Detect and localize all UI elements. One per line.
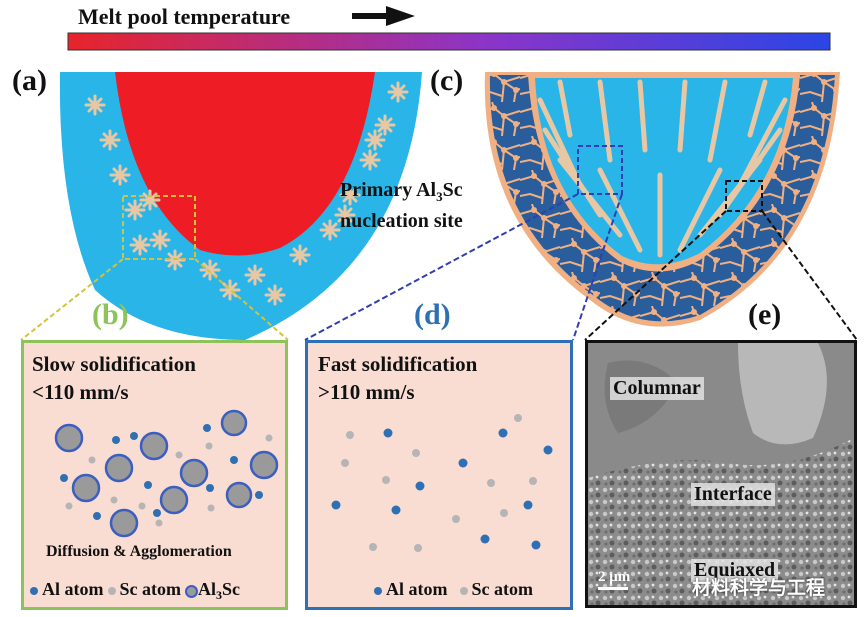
panel-e-sem-image: Columnar Interface Equiaxed 2 μm 材料科学与工程 [585,340,857,608]
sc-atom-marker [459,587,468,596]
legend-d: Al atom Sc atom [374,579,533,600]
annotation-line1-sub: 3 [436,189,443,204]
arrow-right-icon [352,6,415,26]
panel-b-title-line1: Slow solidification [32,352,196,376]
panel-b-title-line2: <110 mm/s [32,380,129,404]
label-interface: Interface [691,483,775,506]
atoms-fast [331,414,553,552]
legend-b-al3sc-sub: 3 [216,588,222,603]
scale-bar-line [598,587,628,590]
watermark-text: 材料科学与工程 [692,577,826,599]
panel-b-caption: Diffusion & Agglomeration [46,543,232,560]
particles-slow [54,409,279,538]
legend-b-al3sc-prefix: Al [198,579,216,599]
zoom-box-e [725,180,763,212]
gradient-label: Melt pool temperature [78,4,291,29]
annotation-line2: nucleation site [340,210,463,232]
label-equiaxed: Equiaxed [691,559,779,582]
panel-letter-d: (d) [414,298,451,331]
panel-letter-a: (a) [12,64,47,97]
zoom-box-b [122,195,196,260]
melt-pool-slow [20,72,423,341]
panel-d-fast: Fast solidification >110 mm/s Al atom Sc… [305,340,573,610]
legend-b-al3sc-suffix: Sc [222,579,240,599]
columnar-dendrites [537,79,788,258]
zoom-box-d [577,145,623,195]
annotation-line1-prefix: Primary Al [340,179,437,201]
legend-b-sc: Sc atom [119,579,182,599]
al-atom-marker [30,587,38,596]
panel-letter-c: (c) [430,64,464,97]
al-atom-marker [374,587,382,596]
legend-d-al: Al atom [386,579,448,599]
panel-letter-e: (e) [748,298,782,331]
scale-bar-label: 2 μm [598,569,631,585]
panel-d-title-line1: Fast solidification [318,352,478,376]
label-columnar: Columnar [610,377,704,400]
panel-b-slow: Slow solidification <110 mm/s Diffusion … [21,340,288,610]
scale-bar: 2 μm [598,569,630,590]
legend-b-al: Al atom [42,579,104,599]
panel-d-title-line2: >110 mm/s [318,380,415,404]
melt-pool-fast [304,72,858,341]
al3sc-marker [185,584,198,598]
panel-letter-b: (b) [92,298,129,331]
legend-b: Al atom Sc atom Al3Sc [30,579,240,603]
annotation-line1-suffix: Sc [442,179,463,201]
sc-atom-marker [107,587,116,596]
legend-d-sc: Sc atom [471,579,534,599]
nucleation-annotation: Primary Al3Sc nucleation site [340,178,463,234]
temperature-gradient-bar [67,32,831,51]
